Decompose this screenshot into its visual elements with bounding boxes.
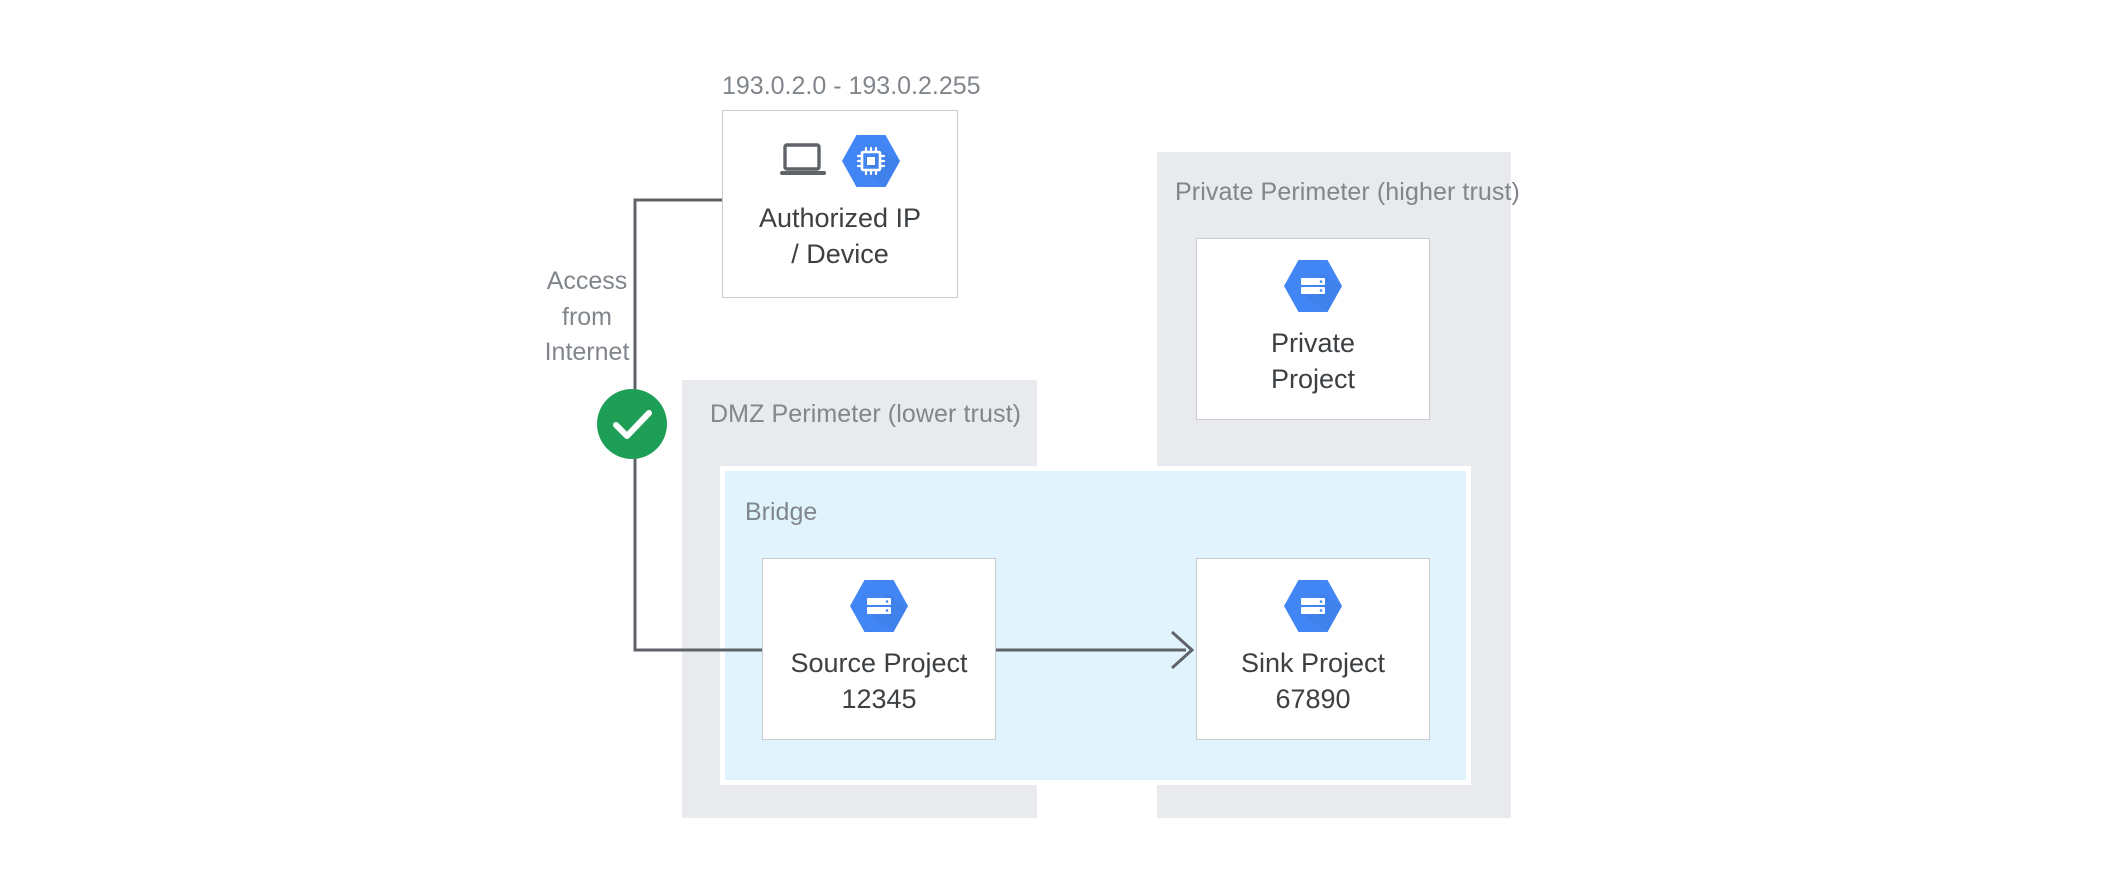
access-from-internet-label: Access from Internet: [544, 267, 630, 366]
dmz-perimeter-label: DMZ Perimeter (lower trust): [710, 400, 1022, 428]
private-perimeter-label: Private Perimeter (higher trust): [1175, 178, 1520, 206]
allow-access-badge: [597, 389, 667, 459]
authorized-device-node[interactable]: Authorized IP / Device: [722, 110, 958, 298]
source-project-node[interactable]: Source Project 12345: [762, 558, 996, 740]
authorized-device-label: Authorized IP / Device: [758, 203, 922, 269]
laptop-icon: [780, 143, 826, 176]
sink-project-label: Sink Project 67890: [1240, 648, 1386, 714]
private-project-icons: [1284, 260, 1342, 313]
sink-project-node[interactable]: Sink Project 67890: [1196, 558, 1430, 740]
project-server-hexagon-icon: [1284, 580, 1342, 633]
authorized-device-icons: [780, 135, 900, 188]
source-project-label: Source Project 12345: [790, 648, 968, 714]
ip-range-label: 193.0.2.0 - 193.0.2.255: [722, 72, 981, 100]
project-server-hexagon-icon: [850, 580, 908, 633]
check-circle-icon: [597, 389, 667, 459]
private-project-label: Private Project: [1270, 328, 1356, 394]
bridge-label: Bridge: [745, 498, 818, 526]
sink-project-icons: [1284, 580, 1342, 633]
source-project-icons: [850, 580, 908, 633]
compute-chip-hexagon-icon: [842, 135, 900, 188]
project-server-hexagon-icon: [1284, 260, 1342, 313]
private-project-node[interactable]: Private Project: [1196, 238, 1430, 420]
